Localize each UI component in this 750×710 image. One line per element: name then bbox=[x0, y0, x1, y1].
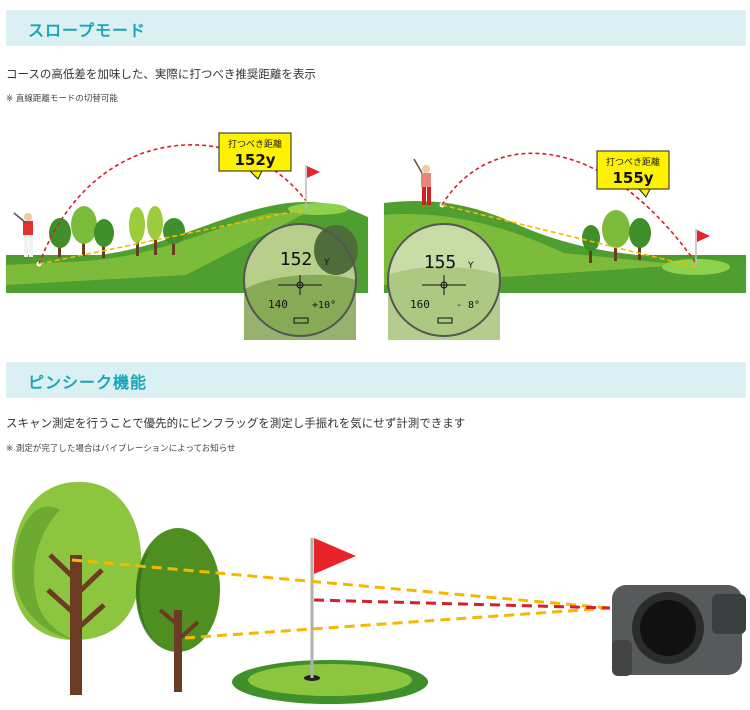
lcd-main-value: 155 bbox=[424, 252, 457, 273]
distance-callout: 打つべき距離 152y bbox=[218, 132, 292, 180]
pin-seek-note: ※ 測定が完了した場合はバイブレーションによってお知らせ bbox=[6, 444, 236, 454]
tree-icon bbox=[94, 219, 114, 258]
golfer-icon bbox=[413, 158, 431, 205]
battery-icon bbox=[437, 317, 453, 324]
tree-icon bbox=[12, 481, 142, 695]
ball-trajectory bbox=[38, 144, 307, 265]
callout-label: 打つべき距離 bbox=[228, 138, 282, 150]
pin-seek-illustration bbox=[12, 481, 746, 704]
slope-mode-note: ※ 直線距離モードの切替可能 bbox=[6, 94, 118, 104]
uphill-illustration: 打つべき距離 152y 152 Y 140 +10° bbox=[6, 132, 368, 340]
lcd-line-distance: 160 bbox=[410, 298, 430, 311]
tree-icon bbox=[49, 218, 71, 257]
tree-icon bbox=[602, 210, 630, 261]
scan-line-tree bbox=[71, 558, 611, 610]
tree-icon bbox=[582, 225, 600, 263]
rangefinder-view: 152 Y 140 +10° bbox=[243, 223, 358, 340]
flag-icon bbox=[305, 165, 320, 209]
pin-seek-title: ピンシーク機能 bbox=[28, 373, 148, 392]
putting-green bbox=[232, 660, 428, 704]
callout-value: 152y bbox=[234, 151, 275, 169]
callout-value: 155y bbox=[612, 169, 653, 187]
line-of-sight bbox=[38, 208, 307, 265]
lcd-unit: Y bbox=[467, 261, 474, 271]
distance-callout: 打つべき距離 155y bbox=[596, 150, 670, 198]
slope-mode-header: スロープモード bbox=[6, 10, 746, 46]
lcd-line-distance: 140 bbox=[268, 298, 288, 311]
rangefinder-device-icon bbox=[612, 585, 746, 676]
lcd-angle: - 8° bbox=[456, 300, 480, 311]
scan-line-tree bbox=[184, 606, 611, 640]
slope-mode-title: スロープモード bbox=[28, 21, 147, 40]
rangefinder-view: 155 Y 160 - 8° bbox=[387, 223, 501, 340]
slope-mode-description: コースの高低差を加味した、実際に打つべき推奨距離を表示 bbox=[6, 67, 316, 81]
battery-icon bbox=[293, 317, 309, 324]
tree-icon bbox=[129, 207, 145, 256]
lcd-main-value: 152 bbox=[280, 249, 313, 270]
pin-seek-header: ピンシーク機能 bbox=[6, 362, 746, 398]
golfer-icon bbox=[13, 212, 33, 257]
lcd-angle: +10° bbox=[312, 300, 336, 311]
callout-label: 打つべき距離 bbox=[606, 156, 660, 168]
tree-icon bbox=[71, 206, 97, 256]
tree-icon bbox=[135, 528, 220, 692]
line-of-sight bbox=[441, 204, 697, 268]
flag-icon bbox=[310, 538, 356, 678]
pin-seek-description: スキャン測定を行うことで優先的にピンフラッグを測定し手振れを気にせず計測できます bbox=[6, 416, 466, 430]
flag-icon bbox=[695, 229, 710, 267]
lcd-unit: Y bbox=[323, 258, 330, 268]
scan-line-flag bbox=[313, 598, 611, 610]
tree-icon bbox=[147, 206, 163, 255]
tree-icon bbox=[629, 218, 651, 260]
downhill-illustration: 打つべき距離 155y 155 Y 160 - 8° bbox=[384, 150, 746, 340]
